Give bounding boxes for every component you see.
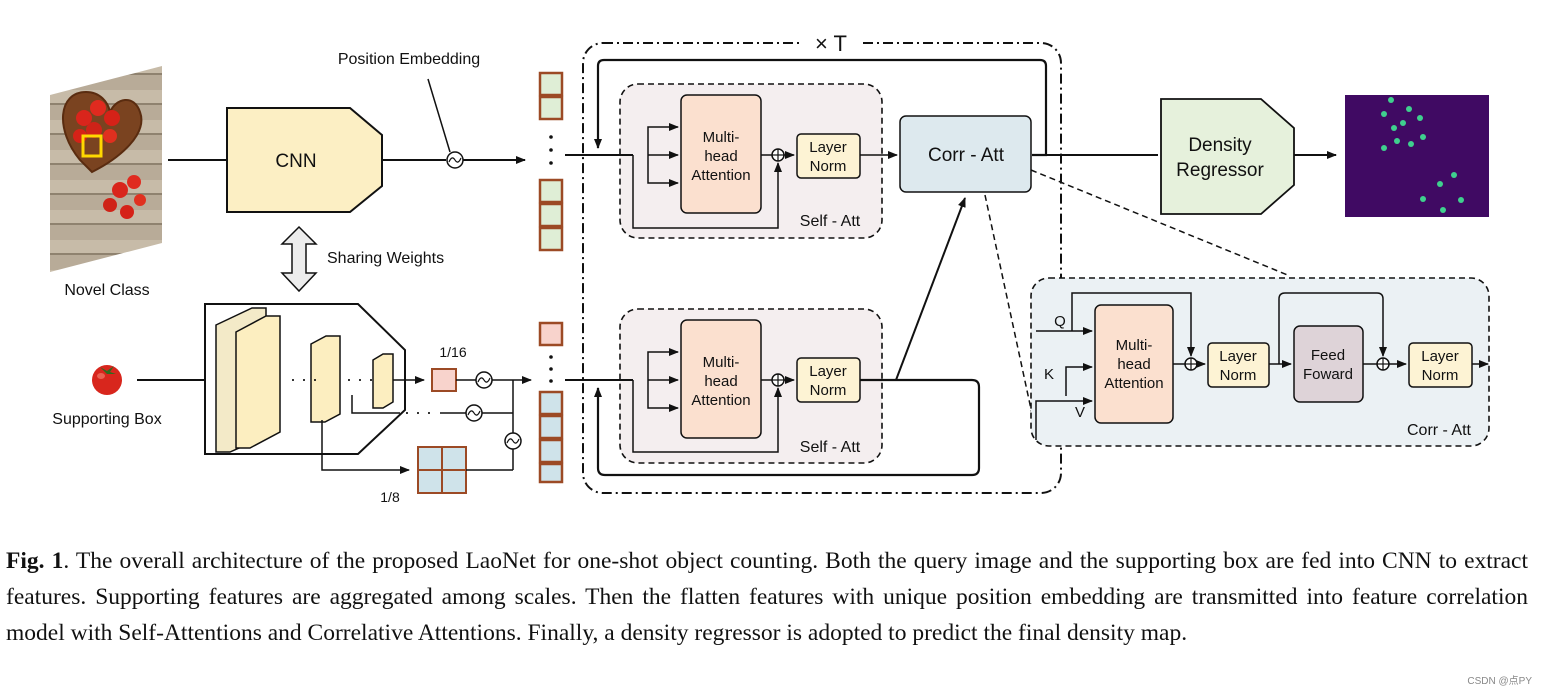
corr-att-block bbox=[899, 115, 1032, 193]
scale-ellipsis-2: · · · bbox=[346, 369, 374, 389]
feed-forward-line1: Feed bbox=[1311, 347, 1345, 364]
sharing-weights-arrow bbox=[280, 225, 318, 293]
layer-norm-bottom-line2: Norm bbox=[810, 382, 847, 399]
multihead-bottom-line1: Multi- bbox=[703, 354, 740, 371]
corr-att-label: Corr - Att bbox=[928, 145, 1005, 166]
corr-layer-norm-1 bbox=[1207, 342, 1270, 388]
figure-caption: Fig. 1. The overall architecture of the … bbox=[6, 543, 1528, 651]
corr-layer-norm-2-line1: Layer bbox=[1421, 348, 1459, 365]
corr-multihead-line2: head bbox=[1117, 356, 1150, 373]
novel-class-label: Novel Class bbox=[64, 282, 149, 299]
sharing-weights-label: Sharing Weights bbox=[327, 250, 444, 267]
figure-label: Fig. 1 bbox=[6, 548, 64, 574]
supporting-box-label: Supporting Box bbox=[52, 411, 161, 428]
multihead-attention-bottom bbox=[680, 319, 762, 439]
corr-multihead-line1: Multi- bbox=[1116, 337, 1153, 354]
feed-forward-block bbox=[1293, 325, 1364, 403]
scale-8-label: 1/8 bbox=[380, 489, 400, 505]
layer-norm-bottom-line1: Layer bbox=[809, 363, 847, 380]
supporting-box-marker bbox=[81, 134, 103, 158]
cnn-label: CNN bbox=[275, 151, 316, 172]
multihead-top-line2: head bbox=[704, 148, 737, 165]
corr-layer-norm-2-line2: Norm bbox=[1422, 367, 1459, 384]
k-label: K bbox=[1044, 366, 1054, 383]
repeat-t-label: × T bbox=[815, 31, 847, 56]
density-map-output bbox=[1345, 95, 1489, 217]
corr-layer-norm-2 bbox=[1408, 342, 1473, 388]
architecture-diagram: Novel Class Supporting Box CNN Position … bbox=[50, 31, 1490, 505]
support-token-column bbox=[538, 321, 564, 484]
scale-16-token bbox=[431, 368, 457, 392]
caption-text: . The overall architecture of the propos… bbox=[6, 548, 1528, 646]
corr-layer-norm-1-line2: Norm bbox=[1220, 367, 1257, 384]
scale-ellipsis-1: · · · bbox=[290, 369, 318, 389]
multihead-bottom-line3: Attention bbox=[691, 392, 750, 409]
query-image bbox=[50, 66, 162, 272]
supporting-tomato-image bbox=[90, 363, 124, 395]
mid-scale-ellipsis: · · · bbox=[404, 402, 432, 422]
query-token-column bbox=[538, 71, 564, 252]
scale-16-label: 1/16 bbox=[439, 344, 466, 360]
v-label: V bbox=[1075, 404, 1085, 421]
layer-norm-top-line2: Norm bbox=[810, 158, 847, 175]
q-label: Q bbox=[1054, 313, 1066, 330]
self-att-top-label: Self - Att bbox=[800, 213, 861, 230]
corr-att-detail-label: Corr - Att bbox=[1407, 422, 1472, 439]
multihead-top-line1: Multi- bbox=[703, 129, 740, 146]
position-embedding-label: Position Embedding bbox=[338, 51, 480, 68]
layer-norm-top bbox=[796, 133, 861, 179]
cnn-block bbox=[226, 107, 383, 213]
corr-multihead-line3: Attention bbox=[1104, 375, 1163, 392]
scale-8-token-grid bbox=[417, 446, 467, 494]
multihead-bottom-line2: head bbox=[704, 373, 737, 390]
self-att-bottom-label: Self - Att bbox=[800, 439, 861, 456]
repeat-block-frame bbox=[582, 42, 1062, 494]
density-regressor-block bbox=[1160, 98, 1295, 215]
watermark: CSDN @点PY bbox=[1467, 676, 1532, 687]
density-regressor-line2: Regressor bbox=[1176, 160, 1264, 181]
corr-layer-norm-1-line1: Layer bbox=[1219, 348, 1257, 365]
multihead-top-line3: Attention bbox=[691, 167, 750, 184]
multihead-attention-top bbox=[680, 94, 762, 214]
feed-forward-line2: Foward bbox=[1303, 366, 1353, 383]
density-regressor-line1: Density bbox=[1188, 135, 1252, 156]
layer-norm-top-line1: Layer bbox=[809, 139, 847, 156]
